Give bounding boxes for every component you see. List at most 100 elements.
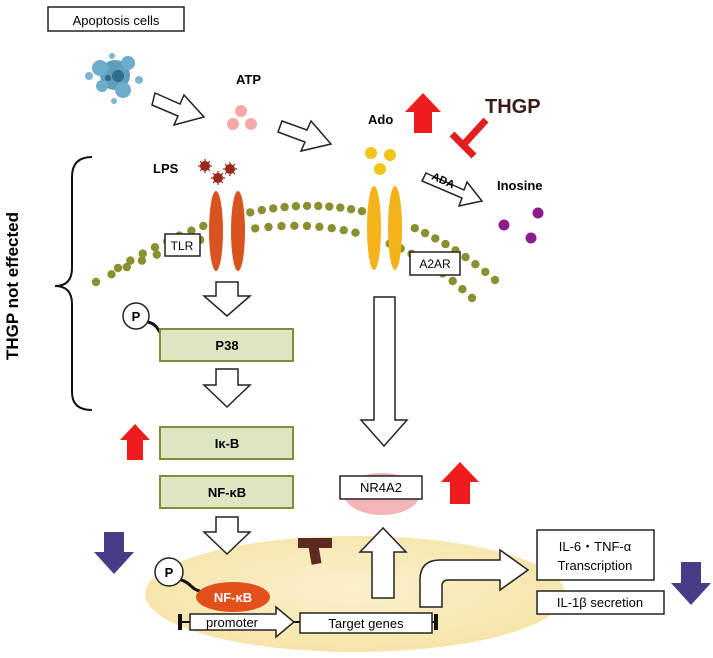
- membrane-dot: [327, 224, 336, 233]
- nfkb-nuclear-label: NF-κB: [214, 590, 252, 605]
- membrane-dot: [467, 293, 477, 303]
- membrane-dot: [291, 202, 301, 211]
- thgp-label: THGP: [485, 96, 541, 118]
- membrane-dot: [280, 202, 289, 212]
- p38-box: [159, 328, 294, 362]
- membrane-dot: [314, 201, 323, 211]
- nfkb-phospho-label: P: [165, 565, 174, 580]
- release-arrow-1: [151, 91, 206, 127]
- membrane-dot: [269, 204, 278, 213]
- nfkb-phospho-marker: [154, 557, 184, 587]
- membrane-dot: [351, 228, 360, 237]
- membrane-dot: [461, 252, 470, 262]
- membrane-dot: [187, 226, 196, 235]
- a2ar-label: A2AR: [419, 257, 451, 271]
- membrane-dot: [246, 208, 255, 217]
- thgp-inhibit-icon: [449, 117, 489, 159]
- membrane-dot: [126, 256, 135, 265]
- tlr-label: TLR: [171, 239, 194, 253]
- a2ar-receptor: [367, 186, 402, 270]
- p38-phospho-marker: [122, 302, 150, 330]
- p38-to-ikb-arrow: [202, 368, 252, 409]
- membrane-dot: [107, 270, 116, 279]
- ado-molecules: [365, 147, 396, 175]
- membrane-dot: [339, 226, 348, 235]
- nfkb-phospho-link: [180, 578, 201, 593]
- lps-label: LPS: [153, 161, 179, 176]
- conversion-arrow: [277, 119, 333, 153]
- ikb-increase-arrow-icon: [120, 424, 150, 460]
- membrane-dot: [113, 263, 123, 273]
- membrane-dot: [346, 205, 356, 214]
- ado-increase-arrow-icon: [405, 93, 441, 133]
- il6-tnf-label: IL-6・TNF-α: [559, 539, 632, 554]
- tlr-receptor: [209, 191, 245, 271]
- inosine-label: Inosine: [497, 178, 543, 193]
- membrane-dot: [302, 221, 312, 231]
- membrane-dot: [199, 221, 208, 231]
- membrane-dot: [441, 239, 450, 249]
- nfkb-nuclear-oval: [196, 582, 270, 612]
- membrane-dot: [290, 221, 299, 230]
- membrane-dot: [325, 202, 334, 211]
- nucleus-inhibit-icon: [298, 538, 332, 565]
- target-genes-label: Target genes: [328, 616, 404, 631]
- il1b-box: [536, 590, 665, 615]
- target-genes-box: [299, 612, 433, 634]
- membrane-dot: [490, 275, 500, 285]
- a2ar-box: [409, 251, 461, 276]
- apoptosis-cells-label: Apoptosis cells: [73, 13, 160, 28]
- membrane-dot: [257, 205, 266, 215]
- lps-molecules: [198, 159, 237, 185]
- tlr-box: [164, 233, 201, 257]
- ikb-label: Iκ-B: [215, 436, 240, 451]
- thgp-not-effected-label: THGP not effected: [3, 212, 22, 360]
- membrane-dot: [458, 285, 467, 294]
- p38-label: P38: [215, 338, 238, 353]
- membrane-dot: [448, 276, 457, 286]
- membrane-dot: [357, 207, 367, 216]
- nr4a2-increase-arrow-icon: [441, 462, 479, 504]
- membrane-dot: [410, 224, 419, 233]
- ada-arrow: ADA: [420, 171, 484, 208]
- membrane-dot: [431, 234, 440, 243]
- a2ar-to-nr4a2-arrow: [359, 296, 409, 448]
- il1b-label: IL-1β secretion: [557, 595, 643, 610]
- membrane-dot: [137, 256, 147, 265]
- ado-label: Ado: [368, 112, 393, 127]
- nfkb-box: [159, 475, 294, 509]
- membrane-dot: [152, 250, 161, 259]
- membrane-dot: [122, 262, 131, 272]
- inosine-molecules: [498, 207, 544, 244]
- nfkb-label: NF-κB: [208, 485, 246, 500]
- membrane-dot: [138, 249, 147, 258]
- nr4a2-label: NR4A2: [360, 480, 402, 495]
- membrane-dot: [315, 222, 324, 231]
- apoptosis-cells-box: Apoptosis cells: [47, 6, 185, 32]
- promoter-label: promoter: [206, 615, 259, 630]
- membrane-dot: [277, 221, 286, 231]
- membrane-dot: [302, 201, 312, 211]
- membrane-dot: [481, 267, 490, 277]
- target-to-nr4a2-arrow: [358, 526, 408, 599]
- membrane-dot: [251, 224, 260, 233]
- nfkb-to-nucleus-arrow: [202, 516, 252, 556]
- nfkb-decrease-arrow-icon: [94, 532, 134, 574]
- nr4a2-box: [339, 475, 423, 500]
- bracket: [54, 156, 93, 411]
- transcription-label: Transcription: [558, 558, 633, 573]
- atp-molecules: [227, 105, 257, 130]
- membrane-dot: [264, 222, 273, 232]
- il6-tnf-box: [536, 529, 655, 581]
- promoter-arrow: [189, 605, 296, 639]
- tlr-to-p38-arrow: [201, 281, 253, 317]
- p38-phospho-label: P: [132, 309, 141, 324]
- cytokine-decrease-arrow-icon: [671, 562, 711, 605]
- membrane-dot: [336, 203, 345, 212]
- membrane-dot: [150, 243, 160, 252]
- transcription-arrow: [419, 548, 530, 608]
- atp-label: ATP: [236, 72, 261, 87]
- membrane-dot: [91, 277, 101, 287]
- membrane-dot: [471, 260, 480, 269]
